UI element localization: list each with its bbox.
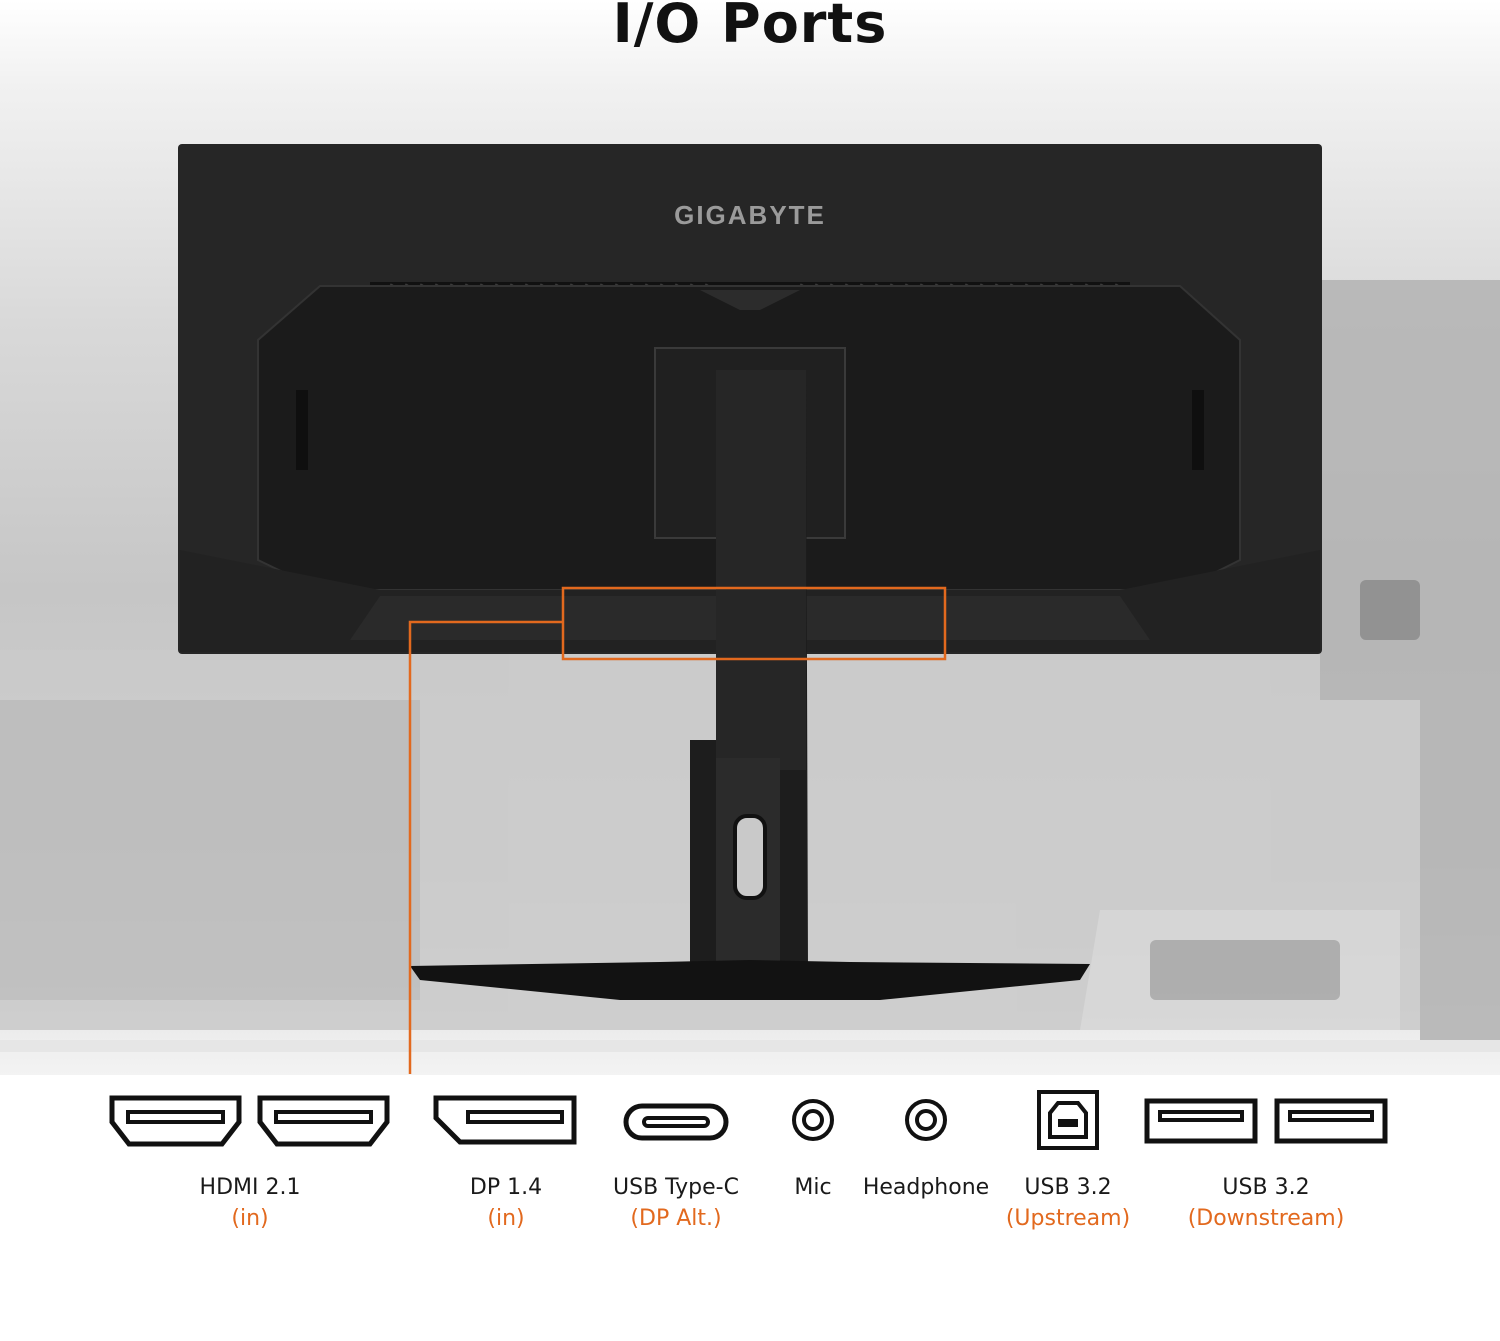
cable-management-hole: [733, 814, 767, 900]
usb-a-icon: [1144, 1098, 1258, 1144]
port-label-headphone: Headphone: [856, 1172, 996, 1203]
port-label-usb-c: USB Type-C (DP Alt.): [586, 1172, 766, 1234]
port-detail: (Downstream): [1187, 1206, 1345, 1231]
port-label-displayport: DP 1.4 (in): [406, 1172, 606, 1234]
port-detail: (in): [487, 1206, 525, 1231]
brand-logo: GIGABYTE: [674, 200, 826, 230]
port-name: USB 3.2: [1024, 1175, 1112, 1200]
usb-b-icon: [1037, 1090, 1099, 1150]
port-label-hdmi: HDMI 2.1 (in): [150, 1172, 350, 1234]
port-detail: (Upstream): [1005, 1206, 1131, 1231]
port-label-usb-upstream: USB 3.2 (Upstream): [998, 1172, 1138, 1234]
hdmi-icon: [257, 1095, 390, 1147]
usb-a-icon: [1274, 1098, 1388, 1144]
port-name: Headphone: [862, 1175, 990, 1200]
port-name: DP 1.4: [469, 1175, 543, 1200]
callout-leader-line: [408, 620, 563, 1074]
page-title: I/O Ports: [612, 0, 888, 55]
mic-jack-icon: [792, 1099, 834, 1141]
port-name: USB Type-C: [613, 1175, 739, 1200]
port-name: USB 3.2: [1222, 1175, 1310, 1200]
port-detail: (DP Alt.): [630, 1206, 722, 1231]
ports-highlight-box: [561, 586, 947, 661]
usb-c-icon: [623, 1103, 729, 1141]
hdmi-icon: [109, 1095, 242, 1147]
port-name: Mic: [794, 1175, 832, 1200]
port-name: HDMI 2.1: [199, 1175, 301, 1200]
headphone-jack-icon: [905, 1099, 947, 1141]
displayport-icon: [433, 1095, 577, 1145]
stand-base: [410, 960, 1090, 1000]
monitor-illustration: GIGABYTE: [0, 144, 1500, 1074]
port-detail: (in): [231, 1206, 269, 1231]
port-label-usb-downstream: USB 3.2 (Downstream): [1174, 1172, 1358, 1234]
room-background-shapes: [0, 280, 1500, 1052]
port-label-mic: Mic: [773, 1172, 853, 1203]
